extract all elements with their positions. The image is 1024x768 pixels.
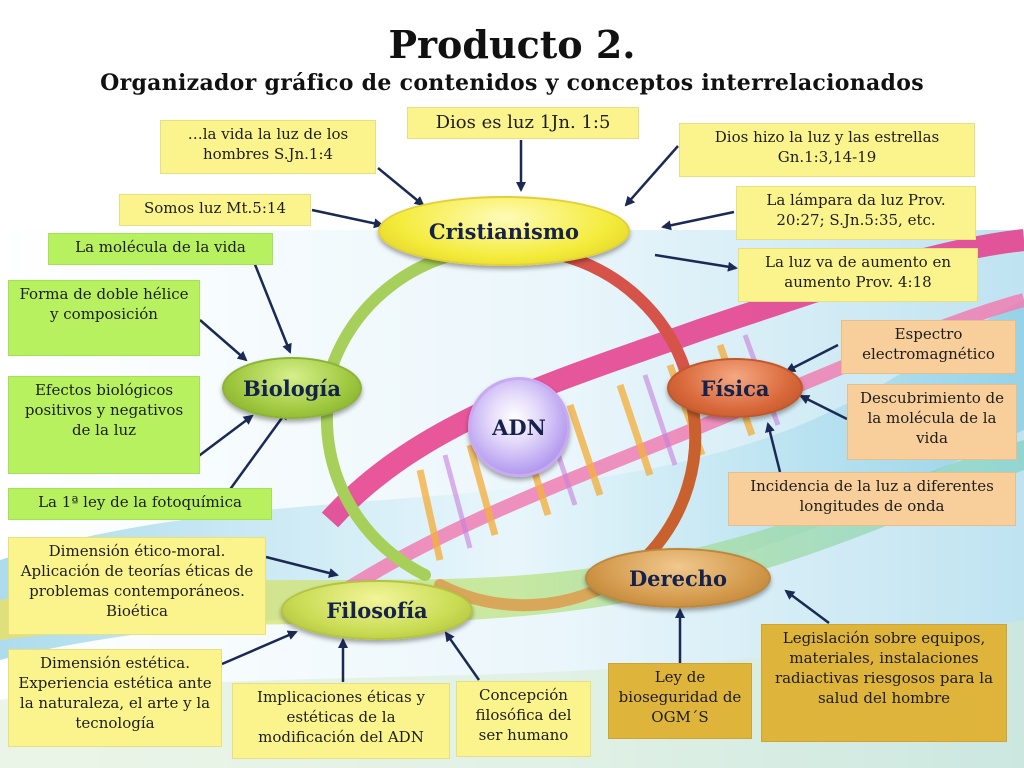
box-dios-hizo-luz: Dios hizo la luz y las estrellas Gn.1:3,…	[679, 123, 975, 177]
node-cristianismo: Cristianismo	[378, 196, 630, 266]
page-title: Producto 2.	[388, 22, 636, 67]
center-node-adn: ADN	[468, 377, 570, 477]
page-subtitle: Organizador gráfico de contenidos y conc…	[100, 70, 924, 96]
box-doble-helice: Forma de doble hélice y composición	[8, 280, 200, 356]
node-derecho: Derecho	[585, 548, 771, 608]
node-fisica: Física	[667, 358, 803, 418]
center-label: ADN	[492, 414, 546, 440]
box-vida-luz: …la vida la luz de los hombres S.Jn.1:4	[160, 120, 376, 174]
box-estetica: Dimensión estética. Experiencia estética…	[8, 649, 222, 747]
box-molecula-vida: La molécula de la vida	[48, 233, 273, 265]
node-biologia-label: Biología	[243, 375, 341, 401]
node-derecho-label: Derecho	[628, 565, 728, 591]
box-efectos-biologicos: Efectos biológicos positivos y negativos…	[8, 376, 200, 474]
box-concepcion: Concepción filosófica del ser humano	[456, 681, 591, 757]
node-biologia: Biología	[222, 357, 362, 419]
box-legislacion: Legislación sobre equipos, materiales, i…	[761, 624, 1007, 742]
node-fisica-label: Física	[700, 375, 770, 401]
arrows	[195, 140, 848, 682]
box-etico-moral: Dimensión ético-moral. Aplicación de teo…	[8, 537, 266, 635]
box-implicaciones: Implicaciones éticas y estéticas de la m…	[232, 683, 450, 759]
box-incidencia: Incidencia de la luz a diferentes longit…	[728, 472, 1016, 526]
box-luz-aumento: La luz va de aumento en aumento Prov. 4:…	[738, 248, 978, 302]
box-dios-es-luz: Dios es luz 1Jn. 1:5	[407, 107, 639, 139]
box-descubrimiento: Descubrimiento de la molécula de la vida	[847, 384, 1017, 460]
node-cristianismo-label: Cristianismo	[428, 218, 580, 244]
node-filosofia: Filosofía	[281, 580, 473, 640]
box-bioseguridad: Ley de bioseguridad de OGM´S	[608, 663, 752, 739]
node-filosofia-label: Filosofía	[326, 597, 428, 623]
box-espectro: Espectro electromagnético	[841, 320, 1016, 374]
box-somos-luz: Somos luz Mt.5:14	[119, 194, 311, 226]
box-fotoquimica: La 1ª ley de la fotoquímica	[8, 488, 272, 520]
box-lampara: La lámpara da luz Prov. 20:27; S.Jn.5:35…	[736, 186, 976, 240]
